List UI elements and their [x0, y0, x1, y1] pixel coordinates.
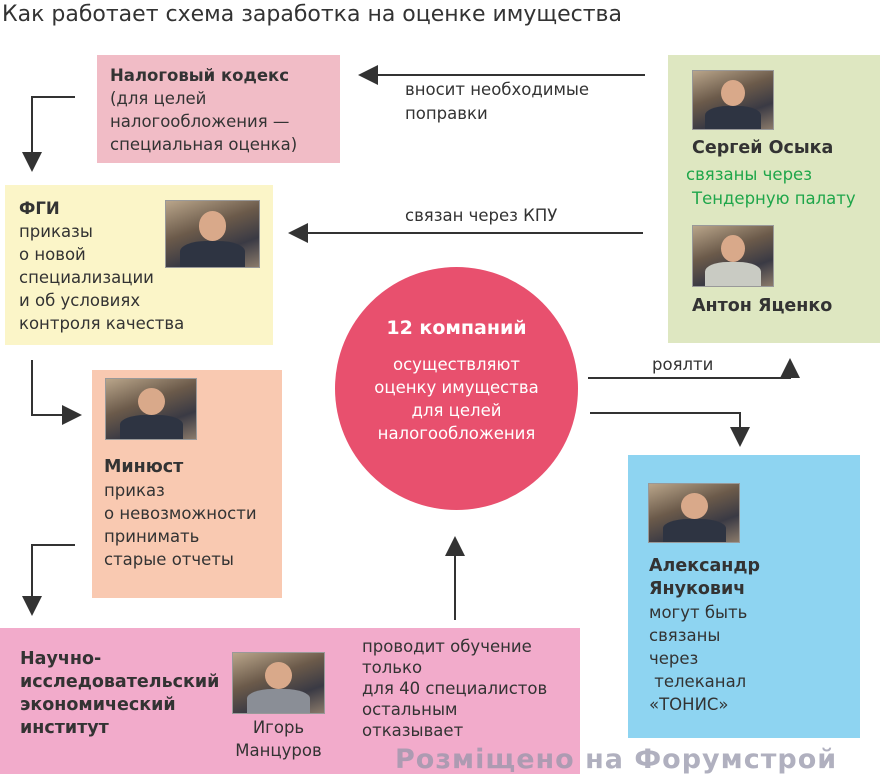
- amendments-label: вносит необходимые поправки: [405, 78, 589, 126]
- photo-mantsurov: [232, 652, 325, 714]
- person-osyka: Сергей Осыка: [692, 138, 834, 158]
- center-headline: 12 компаний: [386, 317, 527, 339]
- page-title: Как работает схема заработка на оценке и…: [2, 2, 623, 27]
- photo-yanukovich: [648, 483, 740, 543]
- arrow-fgi-to-minjust: [31, 360, 82, 425]
- photo-osyka: [692, 70, 774, 130]
- institute-line: остальным: [362, 700, 458, 719]
- arrow-center-to-blue: [590, 412, 750, 447]
- institute-name-line: исследовательский: [20, 672, 220, 692]
- institute-line: для 40 специалистов: [362, 679, 548, 698]
- person-yanukovich: Янукович: [649, 579, 746, 599]
- tax-code-box: Налоговый кодекс (для целей налогообложе…: [97, 55, 340, 163]
- green-box: Сергей Осыка связаны через Тендерную пал…: [668, 55, 880, 343]
- blue-line: связаны: [649, 626, 721, 645]
- fgi-line: специализации: [19, 268, 154, 287]
- fgi-name: ФГИ: [19, 199, 60, 218]
- blue-line: могут быть: [649, 603, 748, 622]
- fgi-line: приказы: [19, 222, 93, 241]
- person-mantsurov-line: Игорь: [252, 718, 305, 737]
- institute-line: только: [362, 658, 423, 677]
- blue-line: телеканал: [649, 672, 747, 691]
- arrow-minjust-to-institute: [22, 544, 75, 616]
- minjust-box: Минюст приказ о невозможности принимать …: [92, 370, 282, 598]
- amendments-line: вносит необходимые: [405, 80, 590, 99]
- person-yanukovich: Александр: [649, 556, 761, 576]
- tender-chamber-line: Тендерную палату: [692, 189, 856, 208]
- fgi-line: контроля качества: [19, 314, 185, 333]
- person-mantsurov: Игорь Манцуров: [232, 716, 325, 762]
- institute-line: отказывает: [362, 721, 464, 740]
- blue-line: «ТОНИС»: [649, 695, 729, 714]
- center-line: для целей: [411, 401, 502, 420]
- tax-code-name: Налоговый кодекс: [110, 66, 290, 85]
- tender-chamber-line: связаны через: [686, 165, 812, 184]
- blue-box: Александр Янукович могут быть связаны че…: [628, 455, 860, 738]
- watermark: Розміщено на Форумстрой: [395, 744, 838, 775]
- institute-name-line: Научно-: [20, 649, 102, 669]
- arrow-tax-to-fgi: [22, 96, 75, 172]
- fgi-box: ФГИ приказы о новой специализации и об у…: [5, 185, 273, 345]
- center-line: налогообложения: [377, 424, 536, 443]
- institute-line: проводит обучение: [362, 637, 532, 656]
- center-line: осуществляют: [392, 355, 520, 374]
- person-yatsenko: Антон Яценко: [692, 296, 833, 316]
- tax-code-line: налогообложения —: [110, 112, 290, 131]
- tax-code-line: (для целей: [110, 89, 207, 108]
- minjust-line: старые отчеты: [104, 550, 234, 569]
- institute-box: Научно- исследовательский экономический …: [0, 628, 580, 774]
- person-mantsurov-line: Манцуров: [235, 741, 322, 760]
- kpu-label: связан через КПУ: [405, 206, 558, 225]
- tax-code-line: специальная оценка): [110, 135, 298, 154]
- blue-line: через: [649, 649, 699, 668]
- amendments-line: поправки: [405, 104, 488, 123]
- institute-name: Научно- исследовательский экономический …: [20, 648, 219, 740]
- institute-desc: проводит обучение только для 40 специали…: [362, 636, 547, 741]
- arrow-royalty: [588, 358, 800, 379]
- fgi-line: и об условиях: [19, 291, 141, 310]
- royalty-label: роялти: [652, 355, 714, 374]
- institute-name-line: институт: [20, 718, 109, 738]
- center-line: оценку имущества: [374, 378, 539, 397]
- center-circle: 12 компаний осуществляют оценку имуществ…: [335, 267, 578, 510]
- fgi-line: о новой: [19, 245, 86, 264]
- minjust-line: принимать: [104, 527, 200, 546]
- minjust-line: приказ: [104, 481, 165, 500]
- institute-name-line: экономический: [20, 695, 176, 715]
- photo-fgi-head: [165, 200, 260, 268]
- minjust-line: о невозможности: [104, 504, 257, 523]
- photo-minjust-head: [105, 378, 197, 440]
- minjust-name: Минюст: [104, 457, 184, 477]
- photo-yatsenko: [692, 225, 774, 287]
